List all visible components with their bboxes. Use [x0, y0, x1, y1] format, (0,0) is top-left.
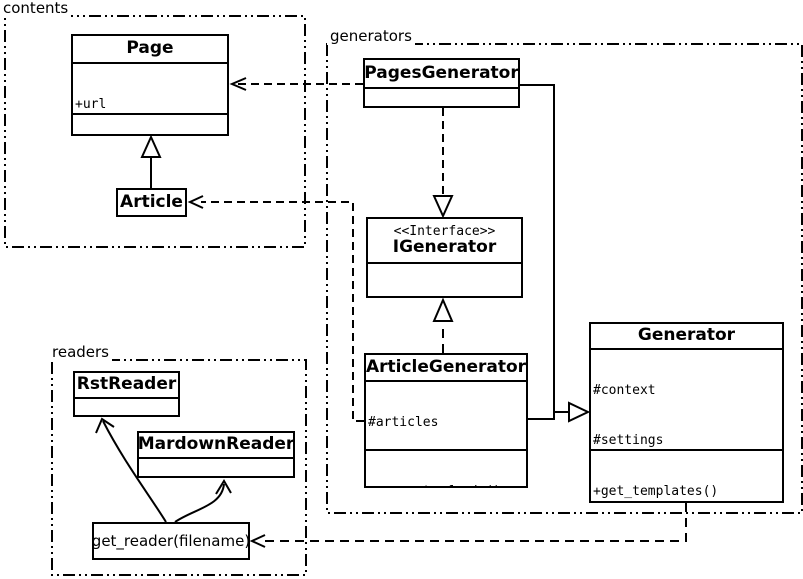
package-label-generators: generators — [327, 28, 415, 45]
class-mardownreader-title: MardownReader — [139, 434, 293, 455]
class-generator-attributes: #context #settings #path #theme #output_… — [591, 348, 782, 449]
uml-attribute: #articles — [368, 415, 439, 431]
class-igenerator-name: IGenerator — [392, 237, 497, 258]
package-readers-border — [51, 359, 307, 576]
class-mardownreader: MardownReader +read() — [137, 431, 295, 478]
package-generators-border — [326, 43, 803, 514]
class-pagesgenerator: PagesGenerator #pages — [363, 58, 520, 108]
getreader-box: get_reader(filename) — [92, 522, 250, 560]
class-pagesgenerator-attributes: #pages — [365, 87, 518, 106]
uml-method: +generate_feeds() — [368, 484, 524, 486]
package-contents-border — [4, 15, 306, 248]
pagesgenerator-to-generator-inheritance-line — [520, 84, 569, 413]
class-articlegenerator-methods: +generate_feeds() +generate_pages() — [366, 449, 526, 486]
class-rstreader: RstReader +read() — [73, 371, 180, 417]
getreader-label: get_reader(filename) — [92, 532, 250, 550]
class-page-attributes: +url +slug +summary — [73, 62, 227, 113]
class-rstreader-methods: +read() — [75, 397, 178, 415]
class-article: Article — [116, 188, 187, 217]
uml-attribute: +url — [75, 97, 107, 113]
class-igenerator-methods: +generate_context() +generate_output() — [368, 262, 521, 298]
class-generator: Generator #context #settings #path #them… — [589, 322, 784, 503]
class-igenerator-title: <<Interface>> IGenerator — [368, 219, 521, 262]
class-articlegenerator-title: ArticleGenerator — [366, 356, 526, 377]
class-mardownreader-methods: +read() — [139, 457, 293, 476]
uml-method: +get_templates() — [593, 484, 719, 500]
uml-method: +generate_context() — [370, 297, 519, 298]
class-generator-title: Generator — [637, 325, 736, 346]
class-articlegenerator-attributes: #articles #dates #tags #categories — [366, 380, 526, 449]
generator-inheritance-triangle-icon — [568, 401, 591, 423]
generator-to-getreader-dependency-line — [263, 503, 687, 542]
uml-attribute: #context — [593, 383, 656, 399]
pagesgenerator-to-igenerator-triangle-icon — [432, 195, 454, 219]
class-pagesgenerator-title: PagesGenerator — [365, 62, 518, 83]
getreader-to-rstreader-arrowhead-icon — [95, 417, 115, 434]
article-to-page-inheritance-triangle-icon — [140, 134, 162, 158]
pagesgenerator-to-page-arrowhead-icon — [229, 77, 247, 91]
getreader-to-rstreader-curve — [102, 420, 167, 523]
class-article-title: Article — [120, 191, 183, 212]
getreader-to-mardownreader-arrowhead-icon — [215, 479, 232, 495]
class-articlegenerator: ArticleGenerator #articles #dates #tags … — [364, 353, 528, 488]
articlegenerator-to-article-arrowhead-icon — [187, 195, 204, 209]
class-page-methods: +check_properties() — [73, 113, 227, 134]
class-igenerator: <<Interface>> IGenerator +generate_conte… — [366, 217, 523, 298]
class-page-title: Page — [126, 38, 174, 59]
getreader-to-mardownreader-curve — [174, 483, 225, 523]
generator-to-getreader-arrowhead-icon — [249, 534, 266, 548]
interface-stereotype: <<Interface>> — [393, 224, 496, 240]
articlegenerator-to-igenerator-triangle-icon — [432, 297, 454, 322]
package-label-contents: contents — [0, 0, 72, 17]
package-label-readers: readers — [49, 344, 112, 361]
articlegenerator-to-article-dependency-line — [201, 201, 364, 422]
class-rstreader-title: RstReader — [76, 374, 177, 395]
class-generator-methods: +get_templates() +get_files(path,exclude… — [591, 449, 782, 501]
uml-attribute: #settings — [593, 432, 664, 448]
articlegenerator-to-generator-inheritance-line — [528, 412, 555, 420]
class-page: Page +url +slug +summary +check_properti… — [71, 34, 229, 136]
